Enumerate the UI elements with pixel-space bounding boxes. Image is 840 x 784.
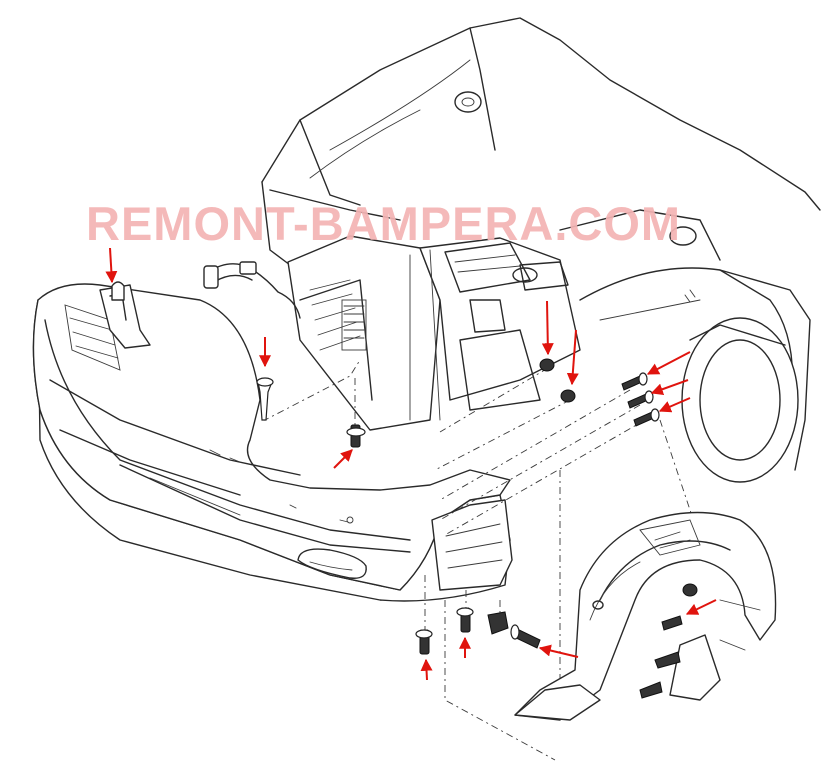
side-bracket <box>99 281 151 349</box>
bumper-cover <box>32 283 513 602</box>
arrow-fender-bolt-3 <box>658 397 691 413</box>
arrow-support-bolt <box>541 300 554 356</box>
arrow-bracket-clip <box>105 247 118 284</box>
hood <box>261 17 821 266</box>
arrow-fender-bolt-2 <box>650 379 689 395</box>
callout-arrows <box>105 247 717 681</box>
arrow-liner-bolt <box>685 599 717 615</box>
wheel-liner <box>514 511 777 721</box>
arrow-fender-bolt-1 <box>646 351 691 375</box>
fender <box>579 267 811 483</box>
arrow-support-nut <box>566 329 579 386</box>
arrow-lower-clip <box>538 644 579 658</box>
radiator-support <box>203 209 721 431</box>
arrow-center-bolt <box>333 449 353 469</box>
arrow-lower-bolt-left <box>420 658 433 681</box>
fasteners <box>256 358 698 699</box>
